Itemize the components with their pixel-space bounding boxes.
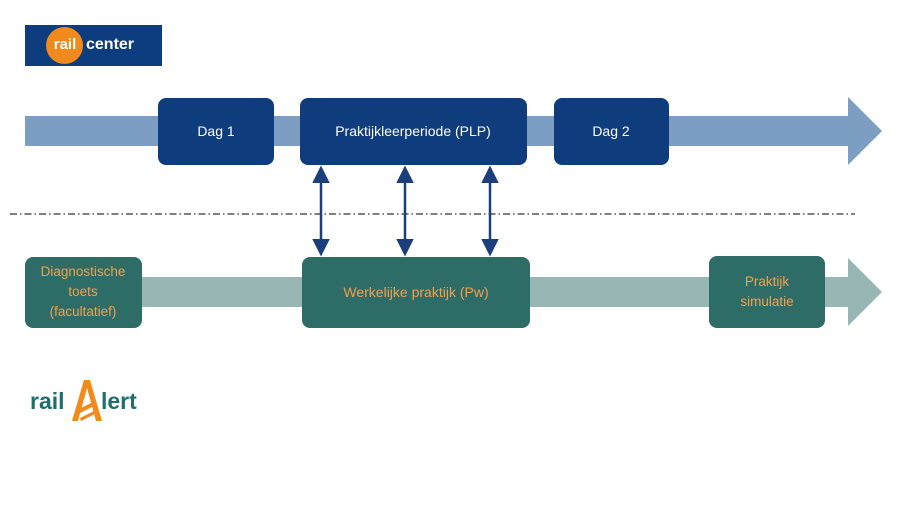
box-werkelijke-praktijk: Werkelijke praktijk (Pw) — [302, 257, 530, 328]
box-dag-1-label: Dag 1 — [197, 123, 235, 139]
logo-rail-text: rail — [53, 36, 77, 53]
railalert-rail-text: rail — [30, 388, 65, 414]
railcenter-logo: rail center — [25, 25, 162, 66]
box-plp: Praktijkleerperiode (PLP) — [300, 98, 527, 165]
logo-orange-circle — [46, 27, 83, 64]
box-diagnostische-toets-line-3: (facultatief) — [50, 304, 117, 319]
box-dag-2-label: Dag 2 — [592, 123, 630, 139]
box-dag-2: Dag 2 — [554, 98, 669, 165]
railalert-logo: rail lert — [27, 378, 167, 424]
railalert-lert-text: lert — [101, 388, 137, 414]
box-diagnostische-toets-line-2: toets — [68, 284, 98, 299]
box-diagnostische-toets-line-1: Diagnostische — [41, 264, 126, 279]
box-praktijk-simulatie: Praktijk simulatie — [709, 256, 825, 328]
railalert-a-icon — [72, 380, 102, 421]
box-plp-label: Praktijkleerperiode (PLP) — [335, 123, 491, 139]
box-praktijk-simulatie-line-1: Praktijk — [745, 274, 790, 289]
logo-center-text: center — [86, 36, 135, 53]
box-dag-1: Dag 1 — [158, 98, 274, 165]
box-werkelijke-praktijk-label: Werkelijke praktijk (Pw) — [343, 284, 488, 300]
box-praktijk-simulatie-line-2: simulatie — [740, 294, 793, 309]
box-diagnostische-toets: Diagnostische toets (facultatief) — [25, 257, 142, 328]
